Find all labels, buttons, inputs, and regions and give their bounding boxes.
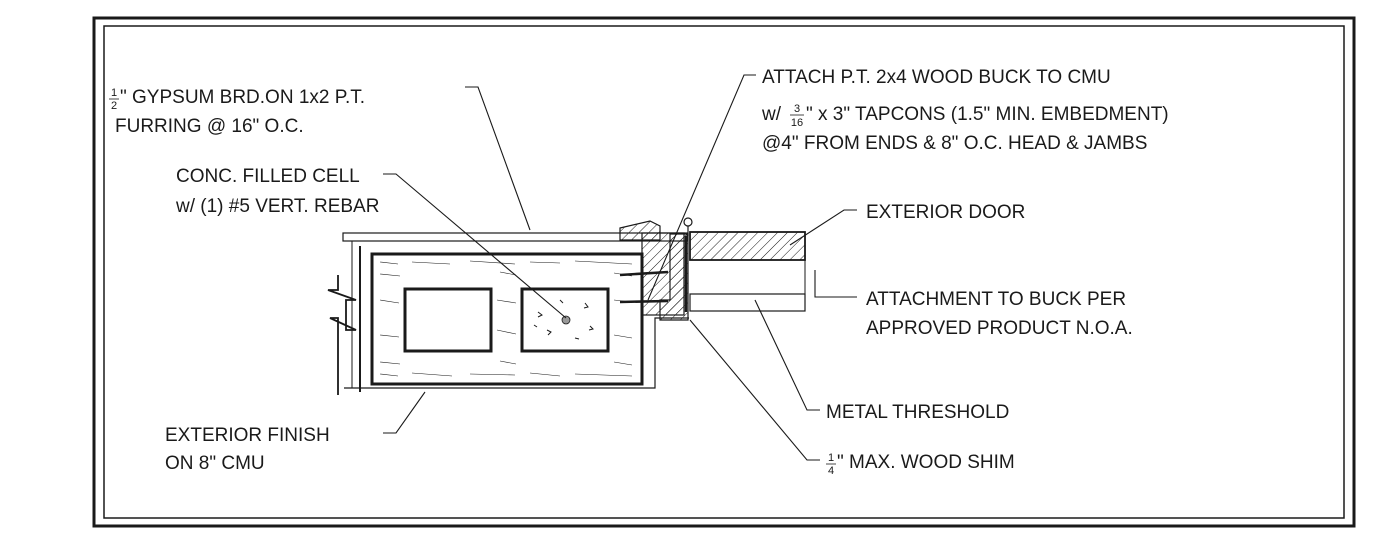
cmu-wall-section (327, 232, 689, 395)
shim-frac-num: 1 (828, 452, 834, 464)
exterior-finish-line1: EXTERIOR FINISH (165, 425, 330, 446)
leader-gypsum (465, 86, 531, 231)
door-line1: EXTERIOR DOOR (866, 202, 1025, 223)
hollow-cell (403, 287, 493, 353)
note-exterior-finish: EXTERIOR FINISH ON 8" CMU (165, 425, 330, 474)
note-concrete-cell: CONC. FILLED CELL w/ (1) #5 VERT. REBAR (175, 166, 379, 217)
gypsum-frac-num: 1 (111, 87, 117, 99)
note-wood-buck: ATTACH P.T. 2x4 WOOD BUCK TO CMU w/ 3 16… (761, 67, 1169, 154)
buck-line1: ATTACH P.T. 2x4 WOOD BUCK TO CMU (762, 67, 1111, 88)
leader-attachment (814, 270, 857, 298)
attachment-line2: APPROVED PRODUCT N.O.A. (866, 318, 1133, 339)
gypsum-line2: FURRING @ 16" O.C. (115, 116, 304, 137)
exterior-finish-line2: ON 8" CMU (165, 453, 265, 474)
note-wood-shim: 1 4 " MAX. WOOD SHIM (826, 452, 1015, 477)
shim-frac-den: 4 (828, 465, 834, 477)
gypsum-frac-den: 2 (111, 100, 117, 112)
conc-line2: w/ (1) #5 VERT. REBAR (175, 196, 379, 217)
cmu-block (370, 252, 644, 386)
gypsum-line1: " GYPSUM BRD.ON 1x2 P.T. (120, 87, 365, 108)
buck-frac-den: 16 (791, 117, 803, 129)
conc-line1: CONC. FILLED CELL (176, 166, 360, 187)
leader-door (789, 209, 857, 246)
door-assembly (619, 217, 806, 321)
exterior-door-slab (689, 231, 806, 261)
outer-border (92, 16, 1356, 528)
buck-line2-prefix: w/ (761, 104, 782, 125)
leader-shim (689, 319, 820, 461)
leader-buck (647, 74, 756, 301)
threshold-line1: METAL THRESHOLD (826, 402, 1009, 423)
weatherstrip-bulb (683, 217, 693, 227)
note-gypsum-board: 1 2 " GYPSUM BRD.ON 1x2 P.T. FURRING @ 1… (109, 87, 365, 137)
break-line (327, 275, 357, 395)
shim-line1: " MAX. WOOD SHIM (837, 452, 1015, 473)
note-metal-threshold: METAL THRESHOLD (826, 402, 1009, 423)
inner-border (103, 25, 1345, 519)
leader-lines (383, 74, 857, 461)
rebar (561, 315, 571, 325)
buck-frac-num: 3 (794, 103, 800, 115)
leader-conc (383, 173, 567, 319)
casing-trim (619, 220, 661, 241)
metal-threshold (689, 293, 806, 312)
concrete-fill-marks (533, 299, 594, 340)
buck-line3: @4" FROM ENDS & 8" O.C. HEAD & JAMBS (762, 133, 1147, 154)
attachment-line1: ATTACHMENT TO BUCK PER (866, 289, 1126, 310)
note-exterior-door: EXTERIOR DOOR (866, 202, 1025, 223)
filled-cell (520, 287, 610, 353)
buck-line2: " x 3" TAPCONS (1.5" MIN. EMBEDMENT) (806, 104, 1169, 125)
tapcon-anchor-lower (619, 299, 669, 304)
leader-exterior-finish (383, 391, 426, 434)
leader-threshold (754, 299, 820, 411)
exterior-finish-outline (344, 317, 689, 389)
note-attachment: ATTACHMENT TO BUCK PER APPROVED PRODUCT … (866, 289, 1133, 339)
cmu-texture-lines (379, 260, 633, 377)
